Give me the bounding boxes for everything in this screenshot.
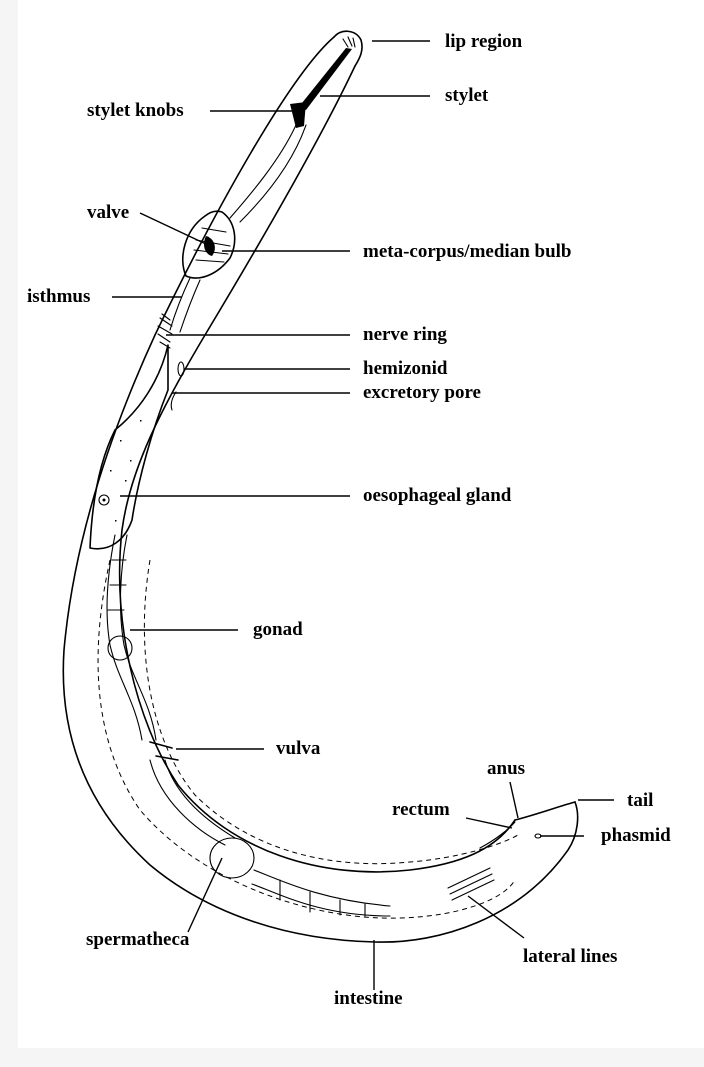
procorpus [230,125,306,222]
label-rectum: rectum [392,799,450,820]
label-hemizonid: hemizonid [363,358,448,379]
nerve-ring [158,314,172,348]
lateral-lines-icon [448,868,494,900]
hemizonid-icon [178,362,184,376]
label-nerve-ring: nerve ring [363,324,447,345]
label-meta-corpus: meta-corpus/median bulb [363,241,572,262]
lip-region-icon [343,37,355,47]
oesophageal-gland [90,345,168,549]
label-lip-region: lip region [445,31,523,52]
label-intestine: intestine [334,988,403,1009]
label-vulva: vulva [276,738,321,759]
label-valve: valve [87,202,129,223]
label-stylet: stylet [445,85,489,106]
gonad [107,535,156,740]
label-oesophageal-gland: oesophageal gland [363,485,512,506]
spermatheca [150,760,390,916]
label-isthmus: isthmus [27,286,90,307]
stylet [290,48,352,128]
median-bulb [183,211,235,278]
leader-lines [112,41,614,990]
label-stylet-knobs: stylet knobs [87,100,184,121]
label-phasmid: phasmid [601,825,671,846]
label-lateral-lines: lateral lines [523,946,617,967]
vulva-icon [150,742,178,760]
label-spermatheca: spermatheca [86,929,190,950]
label-anus: anus [487,758,525,779]
label-gonad: gonad [253,619,303,640]
label-tail: tail [627,790,653,811]
label-excretory-pore: excretory pore [363,382,481,403]
isthmus [170,278,200,332]
